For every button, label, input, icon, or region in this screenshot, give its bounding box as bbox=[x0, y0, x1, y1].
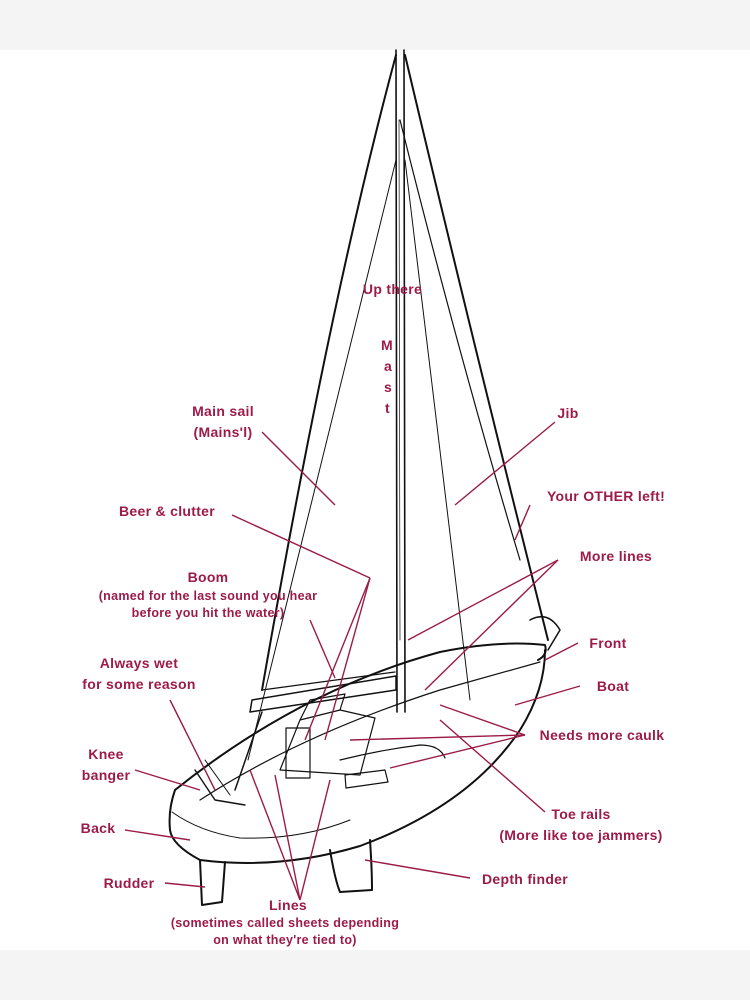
mast-letter-t: t bbox=[385, 400, 390, 416]
label-depth-finder: Depth finder bbox=[481, 871, 569, 887]
label-lines-note: (sometimes called sheets depending on wh… bbox=[170, 916, 400, 947]
mast-letter-m: M bbox=[381, 337, 393, 353]
cabin bbox=[194, 693, 446, 806]
label-more-lines: More lines bbox=[579, 548, 653, 564]
label-beer-clutter: Beer & clutter bbox=[118, 503, 215, 519]
label-boom-note: (named for the last sound you hear befor… bbox=[98, 589, 318, 620]
label-toe-rails: Toe rails (More like toe jammers) bbox=[499, 806, 663, 843]
shrouds bbox=[247, 159, 471, 761]
mast bbox=[395, 49, 406, 713]
label-up-there: Up there bbox=[362, 281, 423, 297]
mast-letter-s: s bbox=[384, 379, 392, 395]
mast-letter-a: a bbox=[384, 358, 392, 374]
label-boom: Boom bbox=[187, 569, 229, 585]
label-needs-caulk: Needs more caulk bbox=[539, 727, 665, 743]
hull bbox=[168, 615, 561, 864]
leader-lines bbox=[124, 421, 581, 901]
label-jib: Jib bbox=[557, 405, 579, 421]
keel bbox=[329, 839, 373, 893]
boom bbox=[234, 675, 397, 791]
label-rudder: Rudder bbox=[103, 875, 155, 891]
jib-sail bbox=[399, 54, 549, 641]
white-sheet bbox=[0, 50, 750, 950]
label-main-sail: Main sail (Mains'l) bbox=[192, 403, 254, 440]
label-boat: Boat bbox=[596, 678, 630, 694]
label-knee-banger: Knee banger bbox=[81, 746, 131, 783]
label-back: Back bbox=[80, 820, 116, 836]
rudder-blade bbox=[199, 859, 226, 906]
label-other-left: Your OTHER left! bbox=[546, 488, 666, 504]
label-front: Front bbox=[589, 635, 627, 651]
label-always-wet: Always wet for some reason bbox=[82, 655, 196, 692]
label-lines: Lines bbox=[268, 897, 308, 913]
